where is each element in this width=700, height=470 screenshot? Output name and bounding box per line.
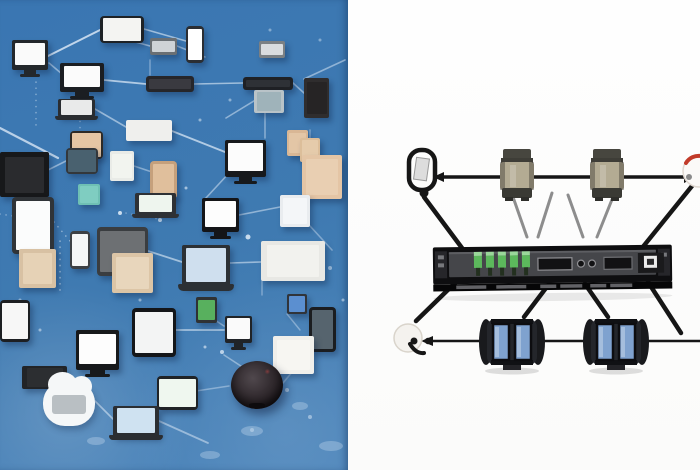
device-white-phone <box>12 197 54 254</box>
device-screen <box>16 200 50 251</box>
device-teal-card <box>78 184 100 205</box>
device-lined-tablet <box>100 16 144 43</box>
device-screen <box>198 299 215 321</box>
device-notepad <box>110 151 134 181</box>
device-chart-monitor <box>202 198 239 239</box>
device-screen <box>79 333 116 364</box>
device-screen <box>257 92 281 111</box>
device-screen <box>277 339 310 371</box>
device-screen <box>267 245 319 277</box>
device-corner-tablet <box>0 300 30 342</box>
device-green-mini <box>196 297 217 323</box>
device-blue-laptop <box>109 406 163 440</box>
device-screen <box>246 79 290 88</box>
device-collage-panel <box>0 0 348 470</box>
device-screen <box>289 296 305 312</box>
device-screen <box>1 303 29 339</box>
device-screen <box>138 194 173 213</box>
device-radio-unit <box>261 241 325 281</box>
device-tan-folder <box>112 253 153 293</box>
device-screen <box>134 311 174 354</box>
device-screen <box>14 42 46 66</box>
device-screen <box>261 43 283 56</box>
device-screen <box>72 233 88 267</box>
device-screen <box>22 252 53 285</box>
device-green-laptop <box>131 193 180 218</box>
device-screen <box>4 156 45 193</box>
device-screen <box>61 100 92 115</box>
device-desk-monitor <box>225 140 266 184</box>
device-screen <box>186 247 226 282</box>
device-screen <box>117 408 155 434</box>
network-diagram-panel: Ðra Iont InWAn <box>348 0 700 470</box>
device-tan-phone <box>150 161 177 199</box>
device-screen <box>283 198 307 224</box>
device-blue-mini <box>287 294 307 314</box>
device-monitor-heart <box>12 40 48 77</box>
device-screen <box>152 40 175 53</box>
device-screen <box>80 186 98 203</box>
device-cloud-laptop <box>43 372 95 426</box>
device-screen <box>187 28 203 61</box>
device-screen <box>306 159 338 195</box>
device-small-laptop <box>55 99 98 120</box>
device-monitor-panel <box>60 63 104 99</box>
device-patterned-box <box>126 120 172 141</box>
device-screen <box>148 79 192 89</box>
device-projector <box>254 90 284 113</box>
device-mini-server-2 <box>259 41 285 58</box>
device-screen <box>228 143 263 172</box>
device-doc-tablet <box>132 308 176 357</box>
device-dark-disc <box>231 361 283 409</box>
device-mini-server <box>150 38 177 55</box>
device-paper-stack <box>280 195 310 227</box>
device-speaker <box>304 78 329 118</box>
device-tan-printer <box>19 249 56 288</box>
device-screen <box>63 65 101 88</box>
device-slim-phone <box>70 231 90 269</box>
device-screen <box>204 201 237 227</box>
device-screen <box>227 318 250 339</box>
device-screen <box>152 163 175 197</box>
device-dark-gadget <box>146 76 194 92</box>
device-screen <box>306 82 327 114</box>
device-screen <box>311 310 334 349</box>
device-screen <box>116 257 149 289</box>
device-screen <box>159 378 196 408</box>
device-screen <box>52 395 86 415</box>
device-screen <box>302 140 318 160</box>
device-screen <box>130 122 168 139</box>
device-screen <box>102 18 142 41</box>
device-white-scanner <box>273 336 314 374</box>
device-green-tablet <box>157 376 198 410</box>
device-console-phone <box>0 152 49 197</box>
device-tan-copier <box>302 155 342 199</box>
device-screen <box>67 150 97 172</box>
device-green-bar-monitor <box>76 330 119 377</box>
device-screen <box>112 154 132 178</box>
device-power-strip <box>243 77 293 90</box>
device-blue-screen-laptop <box>178 245 234 291</box>
device-portrait-tablet <box>186 26 204 63</box>
device-slate-tablet <box>66 148 98 174</box>
device-mini-monitor <box>225 316 252 350</box>
